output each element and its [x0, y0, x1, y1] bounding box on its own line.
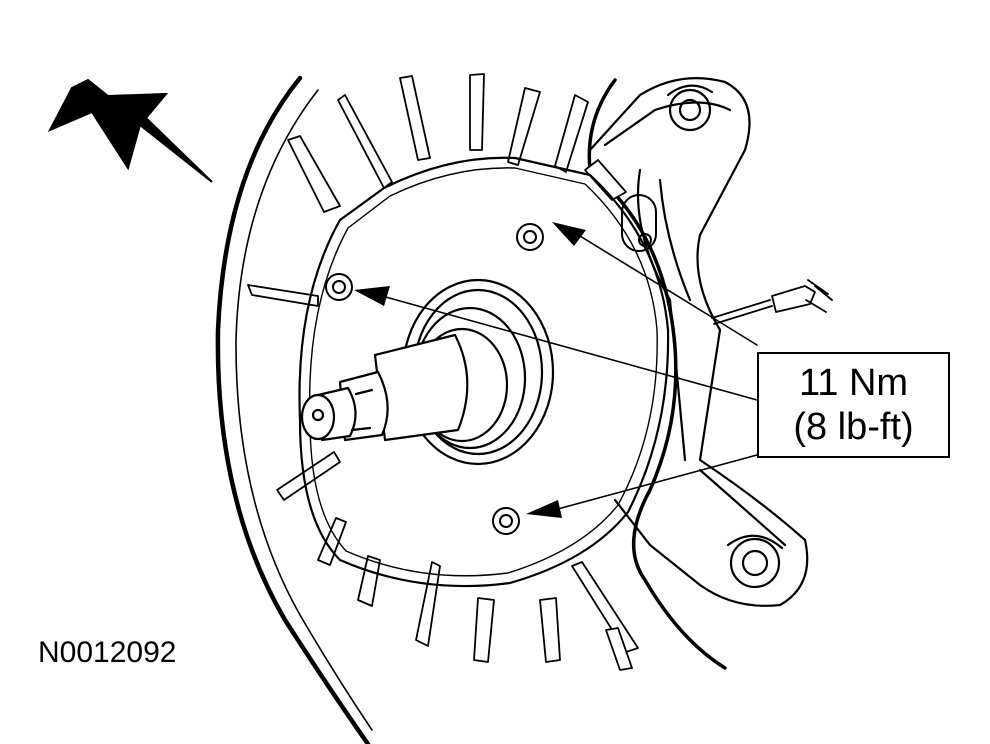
arrowhead-lower — [526, 500, 562, 518]
backing-plate-center — [298, 156, 670, 588]
figure-id: N0012092 — [38, 636, 177, 669]
knuckle-lower-bore — [726, 534, 784, 589]
bolt-lower — [492, 507, 520, 535]
callout-leaders — [381, 235, 758, 511]
view-direction-arrow — [47, 78, 213, 183]
callout-arrowheads — [354, 222, 586, 518]
backing-plate-outer-rim — [215, 75, 371, 744]
arrowhead-upper — [552, 222, 586, 246]
torque-metric: 11 Nm — [798, 362, 909, 404]
torque-imperial: (8 lb-ft) — [793, 406, 914, 448]
backing-plate-inner-rim — [235, 89, 373, 731]
abs-sensor-wire — [711, 279, 833, 325]
bolt-left — [325, 273, 353, 301]
steering-knuckle — [588, 77, 809, 607]
knuckle-upper-bore — [666, 84, 714, 132]
arrowhead-left — [354, 286, 390, 306]
bolt-upper-right — [516, 223, 544, 251]
spindle — [300, 333, 469, 442]
torque-callout-box: 11 Nm (8 lb-ft) — [757, 352, 950, 458]
backing-plate-slots — [247, 73, 639, 671]
